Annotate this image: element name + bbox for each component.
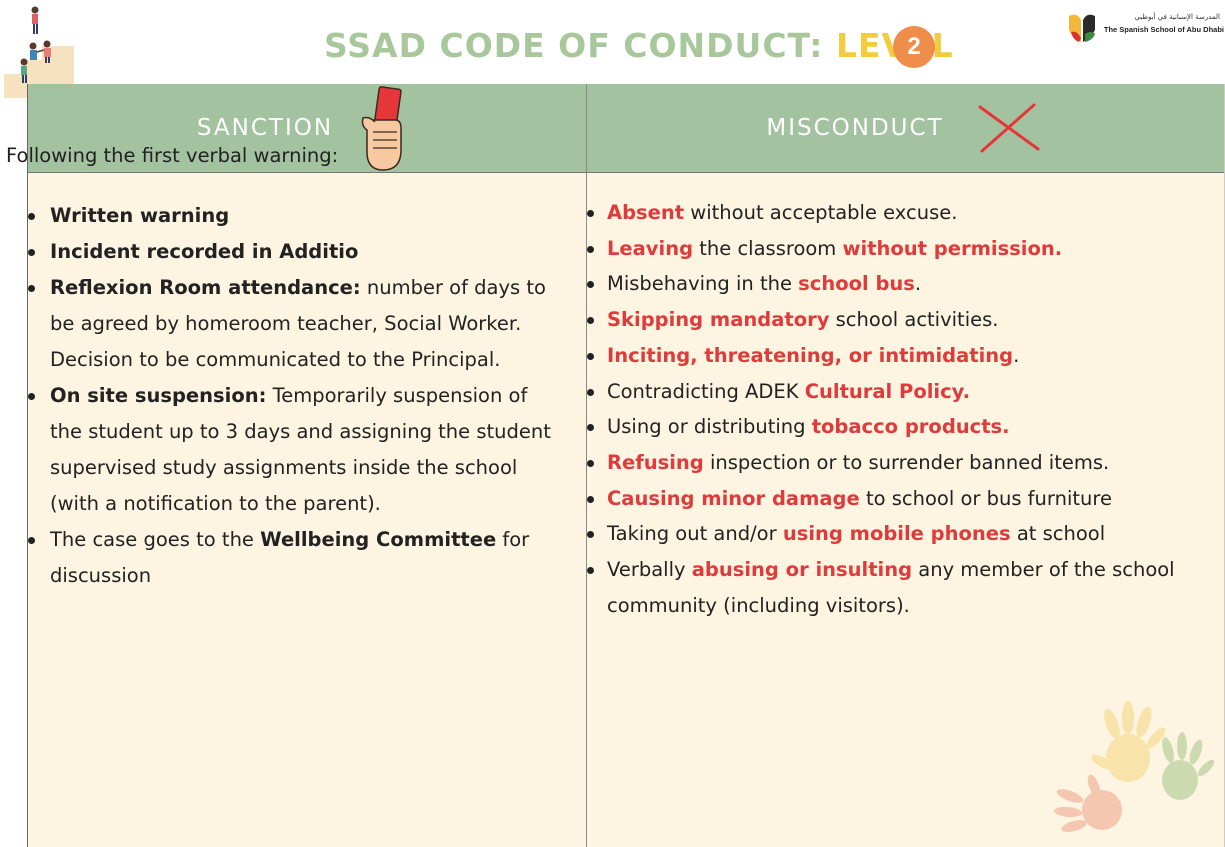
item-text: school activities. [829,308,999,332]
item-text: to school or bus furniture [859,486,1112,510]
item-bold: Written warning [50,204,230,227]
item-highlight: abusing or insulting [691,558,913,582]
sanction-header-label: SANCTION [196,115,334,141]
item-text: without acceptable excuse. [684,201,958,224]
list-item: On site suspension: Temporarily suspensi… [6,378,556,522]
item-text: at school [1010,522,1106,546]
title-main: SSAD CODE OF CONDUCT: [324,26,824,65]
list-item: Contradicting ADEK Cultural Policy. [580,374,1195,410]
list-item: Leaving the classroom without permission… [580,231,1195,267]
list-item: Taking out and/or using mobile phones at… [580,516,1195,552]
item-highlight: Leaving [607,236,694,260]
school-logo-icon [1069,14,1095,42]
item-bold: Reflexion Room attendance: [50,276,361,299]
item-highlight: Refusing [607,450,704,474]
level-badge: 2 [893,26,935,68]
item-highlight: tobacco products. [811,415,1010,439]
school-name-arabic: المدرسة الإسبانية في أبوظبي [1134,13,1220,21]
code-of-conduct-table: SANCTION MISCONDUCT [27,84,1225,847]
list-item: Verbally abusing or insulting any member… [580,552,1195,623]
list-item: Causing minor damage to school or bus fu… [580,481,1195,517]
item-highlight: school bus [798,272,915,296]
page-header: SSAD CODE OF CONDUCT: LEVEL 2 المدرسة ال… [0,0,1225,98]
hand-red-card-icon [361,86,402,171]
misconduct-header-label: MISCONDUCT [766,115,944,141]
table-body-row [28,173,1224,847]
sanction-list: Written warning Incident recorded in Add… [6,198,556,594]
item-bold: On site suspension: [50,384,267,407]
list-item: Reflexion Room attendance: number of day… [6,270,556,378]
item-text: . [1013,343,1020,367]
list-item: Refusing inspection or to surrender bann… [580,445,1195,481]
sanction-column: Following the first verbal warning: Writ… [6,141,556,594]
item-highlight: without permission. [842,236,1063,260]
sanction-header: SANCTION [28,84,587,172]
item-text: Taking out and/or [607,522,783,546]
list-item: Skipping mandatory school activities. [580,302,1195,338]
item-text: Contradicting ADEK [607,379,805,403]
misconduct-column: Absent without acceptable excuse. Leavin… [580,195,1195,623]
item-highlight: Skipping mandatory [607,308,830,332]
item-bold: Wellbeing Committee [260,528,497,551]
red-x-icon [978,103,1040,153]
item-highlight: using mobile phones [782,522,1011,546]
item-text: Misbehaving in the [607,272,799,296]
item-highlight: Absent [607,201,685,224]
item-highlight: Causing minor damage [607,486,860,510]
item-text: the classroom [693,236,843,260]
item-text: Temporarily suspension of the student up… [50,384,551,515]
item-text: inspection or to surrender banned items. [703,450,1110,474]
handprints-icon [1054,701,1215,832]
list-item: Written warning [6,198,556,234]
item-text: for discussion [50,528,530,587]
column-divider [586,173,587,847]
item-text: any member of the school community (incl… [607,558,1175,617]
list-item: Absent without acceptable excuse. [580,195,1195,231]
misconduct-header: MISCONDUCT [586,84,1224,172]
item-bold: Incident recorded in Additio [50,240,359,263]
list-item: Using or distributing tobacco products. [580,409,1195,445]
item-text: Verbally [607,558,692,582]
page-title: SSAD CODE OF CONDUCT: LEVEL [324,24,954,68]
list-item: Inciting, threatening, or intimidating. [580,338,1195,374]
school-name-english: The Spanish School of Abu Dhabi [1103,25,1224,34]
item-text: Using or distributing [607,415,812,439]
table-header-row: SANCTION MISCONDUCT [28,84,1224,173]
item-text: . [914,272,922,296]
list-item: Incident recorded in Additio [6,234,556,270]
list-item: The case goes to the Wellbeing Committee… [6,522,556,594]
misconduct-list: Absent without acceptable excuse. Leavin… [580,195,1195,623]
item-text: The case goes to the [50,528,261,551]
sanction-intro: Following the first verbal warning: [6,144,339,167]
item-text: number of days to be agreed by homeroom … [50,276,546,371]
item-highlight: Cultural Policy. [804,379,970,403]
list-item: Misbehaving in the school bus. [580,266,1195,302]
item-highlight: Inciting, threatening, or intimidating [607,343,1014,367]
people-climbing-stairs-icon [4,6,74,98]
